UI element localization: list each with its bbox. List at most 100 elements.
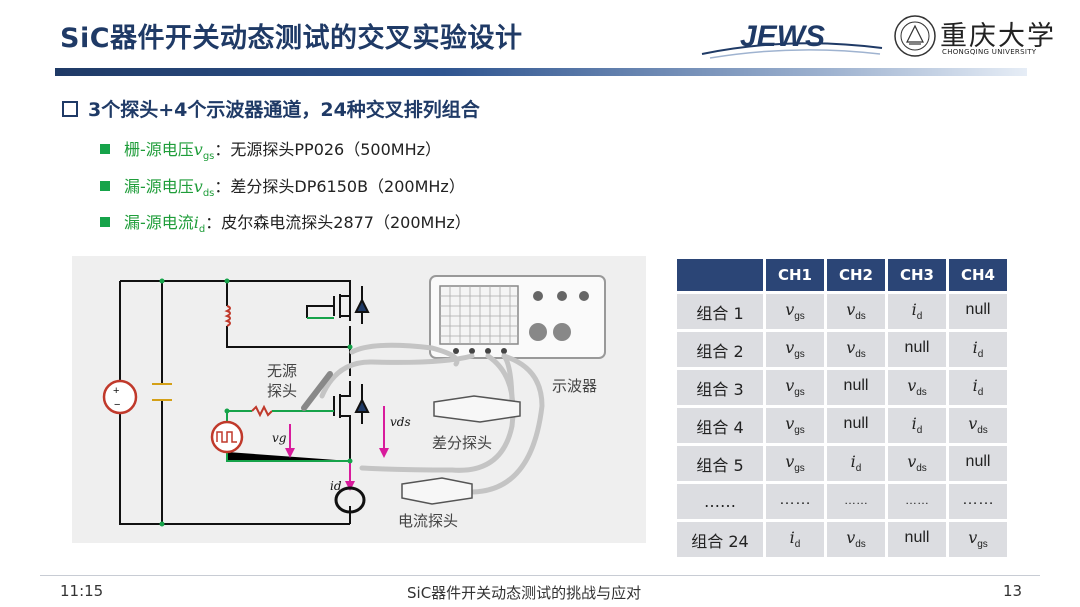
row-label: …… [677,484,763,519]
current-probe-box-icon [401,477,473,505]
table-cell: null [827,408,885,443]
bullet-text: ：无源探头PP026（500MHz） [214,140,442,159]
table-cell: null [949,446,1007,481]
table-cell: …… [766,484,824,519]
oscilloscope-icon [429,275,606,359]
university-seal-icon [894,15,936,57]
bullet-text: ：差分探头DP6150B（200MHz） [214,177,465,196]
bullet-label: 漏-源电流 [124,213,194,232]
table-header-cell: CH3 [888,259,946,291]
lower-mosfet-icon [333,381,370,428]
jews-logo: JEWS [701,20,883,59]
table-header-cell: CH1 [766,259,824,291]
current-probe-ring-icon [334,486,366,514]
differential-probe-icon [433,395,521,423]
bullet-label: 漏-源电压 [124,177,194,196]
bullet-vgs: 栅-源电压vgs：无源探头PP026（500MHz） [100,136,441,162]
bullet-label: 栅-源电压 [124,140,194,159]
table-cell: vds [949,408,1007,443]
passive-probe-icon [301,371,333,411]
section-heading-text: 3个探头+4个示波器通道，24种交叉排列组合 [88,99,480,121]
jews-logo-text: JEWS [740,20,825,53]
bullet-var: i [193,213,199,232]
bullet-var: v [193,177,203,196]
table-row: …… …… …… …… …… [677,484,1007,519]
table-cell: vgs [766,332,824,367]
bullet-vds: 漏-源电压vds：差分探头DP6150B（200MHz） [100,173,465,199]
table-cell: null [949,294,1007,329]
table-cell: null [888,332,946,367]
capacitor-icon [152,383,172,401]
table-cell: id [888,408,946,443]
gate-resistor-icon [251,404,273,418]
current-probe-label: 电流探头 [398,512,458,530]
section-heading: 3个探头+4个示波器通道，24种交叉排列组合 [62,95,480,122]
row-label: 组合 3 [677,370,763,405]
row-label: 组合 24 [677,522,763,557]
table-cell: vds [888,446,946,481]
table-cell: vds [827,294,885,329]
table-cell: …… [827,484,885,519]
table-cell: vgs [766,370,824,405]
row-label: 组合 5 [677,446,763,481]
bullet-sub: ds [202,188,215,200]
table-row: 组合 3 vgs null vds id [677,370,1007,405]
bullet-sub: d [198,224,206,236]
checkbox-bullet-icon [62,100,78,117]
page-number: 13 [1003,582,1023,600]
table-cell: null [888,522,946,557]
table-row: 组合 4 vgs null id vds [677,408,1007,443]
table-cell: vgs [766,446,824,481]
square-bullet-icon [100,180,110,191]
table-row: 组合 24 id vds null vgs [677,522,1007,557]
dc-source-icon [102,379,138,415]
source-plus-label: + [113,385,119,397]
university-name-en: CHONGQING UNIVERSITY [942,48,1037,56]
table-cell: …… [888,484,946,519]
passive-probe-label-1: 无源 [267,362,297,380]
table-row: 组合 5 vgs id vds null [677,446,1007,481]
university-name-cn: 重庆大学 [940,21,1056,52]
square-bullet-icon [100,216,110,227]
bullet-sub: gs [202,151,215,163]
bullet-id: 漏-源电流id：皮尔森电流探头2877（200MHz） [100,209,471,235]
table-cell: vds [827,522,885,557]
table-cell: vds [827,332,885,367]
table-cell: vgs [949,522,1007,557]
table-cell: null [827,370,885,405]
vg-label: vg [272,431,287,445]
table-cell: …… [949,484,1007,519]
footer-title: SiC器件开关动态测试的挑战与应对 [407,584,642,602]
title-divider-bar [55,68,1027,76]
footer-divider [40,575,1040,576]
square-bullet-icon [100,143,110,154]
oscilloscope-label: 示波器 [552,377,597,395]
table-cell: vds [888,370,946,405]
inductor-icon [224,305,231,327]
row-label: 组合 2 [677,332,763,367]
bullet-text: ：皮尔森电流探头2877（200MHz） [205,213,471,232]
id-label: id [330,479,342,493]
table-cell: id [766,522,824,557]
channel-combination-table: CH1 CH2 CH3 CH4 组合 1 vgs vds id null 组合 … [674,256,1010,560]
table-header-row: CH1 CH2 CH3 CH4 [677,259,1007,291]
table-header-cell [677,259,763,291]
table-cell: id [949,370,1007,405]
table-cell: id [888,294,946,329]
table-header-cell: CH2 [827,259,885,291]
page-title: SiC器件开关动态测试的交叉实验设计 [60,23,523,54]
row-label: 组合 4 [677,408,763,443]
table-row: 组合 2 vgs vds null id [677,332,1007,367]
table-header-cell: CH4 [949,259,1007,291]
passive-probe-label-2: 探头 [267,382,297,400]
table-cell: vgs [766,408,824,443]
vds-label: vds [390,415,411,429]
source-minus-label: − [114,399,120,411]
table-cell: id [827,446,885,481]
differential-probe-label: 差分探头 [432,434,492,452]
upper-mosfet-icon [306,286,370,324]
bullet-var: v [193,140,203,159]
table-row: 组合 1 vgs vds id null [677,294,1007,329]
table-cell: id [949,332,1007,367]
test-setup-diagram: + − [72,256,646,543]
